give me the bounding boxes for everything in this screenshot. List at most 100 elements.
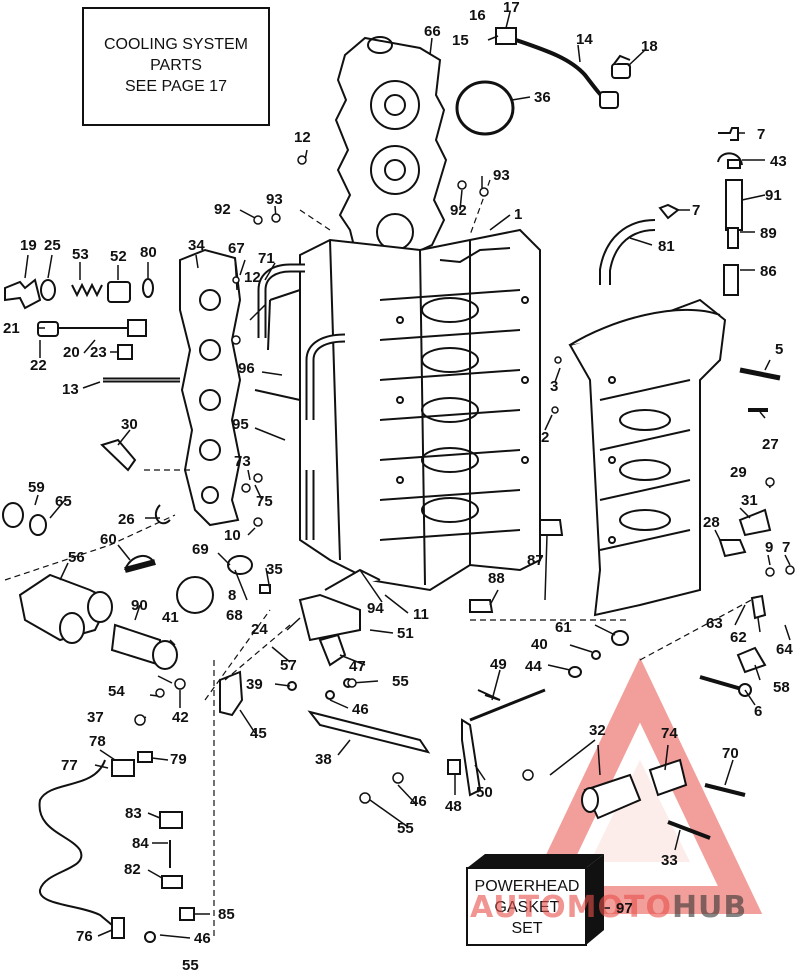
callout-47: 47	[349, 658, 366, 675]
callout-51: 51	[397, 625, 414, 642]
callout-26: 26	[118, 511, 135, 528]
callout-7-top: 7	[757, 126, 766, 143]
gasket-set-note: POWERHEAD GASKET SET	[469, 876, 585, 939]
callout-55-mid: 55	[392, 673, 409, 690]
callout-46-bottom: 46	[194, 930, 211, 947]
callout-62: 62	[730, 629, 747, 646]
callout-48: 48	[445, 798, 462, 815]
callout-63: 63	[706, 615, 723, 632]
callout-32: 32	[589, 722, 606, 739]
left-fittings	[3, 278, 180, 383]
callout-81: 81	[658, 238, 675, 255]
callout-94: 94	[367, 600, 384, 617]
lower-right-parts	[447, 367, 781, 840]
callout-46-mid: 46	[352, 701, 369, 718]
callout-89: 89	[760, 225, 777, 242]
callout-83: 83	[125, 805, 142, 822]
callout-7-mid: 7	[692, 202, 701, 219]
callout-10: 10	[224, 527, 241, 544]
callout-50: 50	[476, 784, 493, 801]
callout-88: 88	[488, 570, 505, 587]
callout-1: 1	[514, 206, 523, 223]
reference-lines	[4, 179, 756, 940]
callout-61: 61	[555, 619, 572, 636]
callout-6: 6	[754, 703, 763, 720]
o-ring-36	[455, 80, 515, 136]
callout-28: 28	[703, 514, 720, 531]
cylinder-block	[254, 228, 541, 592]
callout-56: 56	[68, 549, 85, 566]
callout-92-right: 92	[450, 202, 467, 219]
callout-13: 13	[62, 381, 79, 398]
gasket-set-box	[466, 854, 604, 946]
callout-79: 79	[170, 751, 187, 768]
callout-12-mid: 12	[244, 269, 261, 286]
callout-7-low: 7	[782, 539, 791, 556]
hoses	[257, 263, 346, 540]
callout-76: 76	[76, 928, 93, 945]
callout-16: 16	[469, 7, 486, 24]
callout-92-left: 92	[214, 201, 231, 218]
wiring-harness	[38, 751, 195, 943]
callout-80: 80	[140, 244, 157, 261]
callout-64: 64	[776, 641, 793, 658]
callout-14: 14	[576, 31, 593, 48]
callout-27: 27	[762, 436, 779, 453]
head-gasket-66	[334, 36, 448, 257]
cooling-note-line2: PARTS	[150, 57, 202, 74]
callout-23: 23	[90, 344, 107, 361]
leader-lines	[24, 11, 791, 939]
callout-22: 22	[30, 357, 47, 374]
gasket-note-line1: POWERHEAD	[474, 878, 580, 895]
callout-12-top: 12	[294, 129, 311, 146]
gasket-note-line2: GASKET	[494, 899, 560, 916]
callout-53: 53	[72, 246, 89, 263]
callout-75: 75	[256, 493, 273, 510]
small-parts	[134, 155, 795, 804]
callout-85: 85	[218, 906, 235, 923]
callout-24: 24	[251, 621, 268, 638]
watermark-text-dark: HUB	[671, 890, 748, 925]
callout-96: 96	[238, 360, 255, 377]
callout-90: 90	[131, 597, 148, 614]
callout-44: 44	[525, 658, 542, 675]
callout-55-bottom: 55	[182, 957, 199, 974]
callout-95: 95	[232, 416, 249, 433]
callout-29: 29	[730, 464, 747, 481]
exhaust-cover-34	[179, 248, 242, 527]
watermark-text-red: AUTOMOTO	[470, 890, 672, 925]
linkage-parts	[176, 555, 431, 754]
callout-70: 70	[722, 745, 739, 762]
callout-46-low: 46	[410, 793, 427, 810]
callout-68: 68	[226, 607, 243, 624]
callout-69: 69	[192, 541, 209, 558]
callout-93-left: 93	[266, 191, 283, 208]
callout-97: 97	[616, 900, 633, 917]
callout-84: 84	[132, 835, 149, 852]
part-18	[611, 54, 631, 79]
callout-71: 71	[258, 250, 275, 267]
gasket-note-line3: SET	[511, 920, 543, 937]
callout-36: 36	[534, 89, 551, 106]
callout-41: 41	[162, 609, 179, 626]
callout-42: 42	[172, 709, 189, 726]
callout-60: 60	[100, 531, 117, 548]
cooling-note-box	[82, 7, 270, 126]
watermark-logo: AUTOMOTOHUB	[470, 890, 747, 925]
crankcase-cover	[568, 298, 727, 617]
callout-21: 21	[3, 320, 20, 337]
callout-65: 65	[55, 493, 72, 510]
callout-33: 33	[661, 852, 678, 869]
callout-55-low: 55	[397, 820, 414, 837]
callout-45: 45	[250, 725, 267, 742]
callout-58: 58	[773, 679, 790, 696]
callout-5: 5	[775, 341, 784, 358]
callout-15: 15	[452, 32, 469, 49]
callout-35: 35	[266, 561, 283, 578]
callout-40: 40	[531, 636, 548, 653]
callout-18: 18	[641, 38, 658, 55]
callout-73: 73	[234, 453, 251, 470]
callout-31: 31	[741, 492, 758, 509]
